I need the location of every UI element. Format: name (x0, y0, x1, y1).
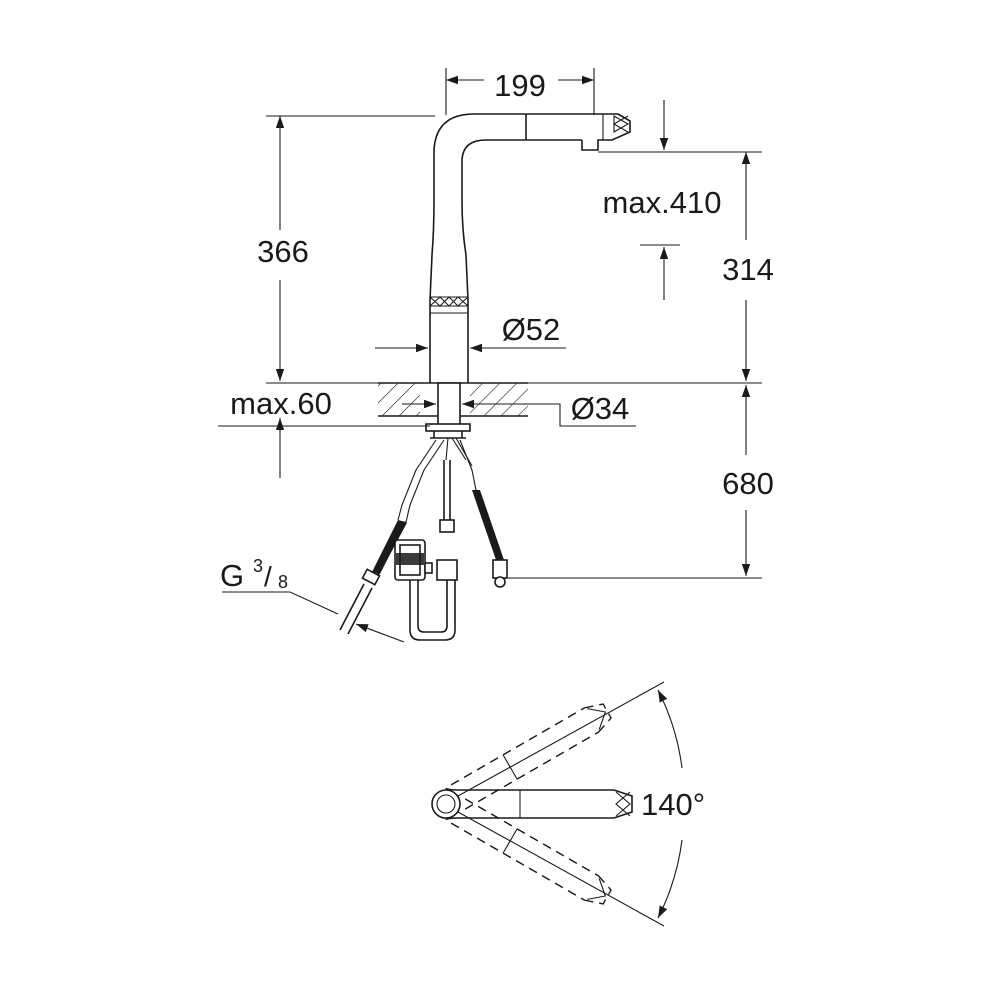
dimension-lines (218, 68, 762, 643)
dim-spout-height: 314 (722, 252, 774, 287)
thread-prefix: G (220, 558, 244, 593)
dim-thread-size: G 3 / 8 (220, 556, 288, 593)
dim-spout-reach: 199 (494, 68, 546, 103)
dim-hose-length: 680 (722, 466, 774, 501)
faucet-side-view (425, 113, 631, 439)
top-spray-pattern-icon (615, 791, 631, 817)
faucet-top-view: 140° (431, 681, 705, 927)
hoses-below-counter (339, 437, 508, 641)
dim-max-deck-thickness: max.60 (230, 386, 332, 421)
dim-body-diameter: Ø52 (502, 312, 561, 347)
dimension-labels: 199 366 max.410 314 Ø52 Ø34 max.60 680 G… (220, 68, 774, 593)
thread-denominator: 8 (278, 572, 288, 592)
dim-swivel-angle: 140° (641, 787, 705, 822)
dim-hole-diameter: Ø34 (571, 391, 630, 426)
dim-total-height: 366 (257, 234, 309, 269)
dim-max-pullout: max.410 (603, 185, 722, 220)
thread-slash: / (264, 561, 272, 592)
thread-numerator: 3 (253, 556, 263, 576)
spray-head-pattern-icon (612, 115, 630, 133)
body-ring-pattern-icon (429, 296, 469, 314)
